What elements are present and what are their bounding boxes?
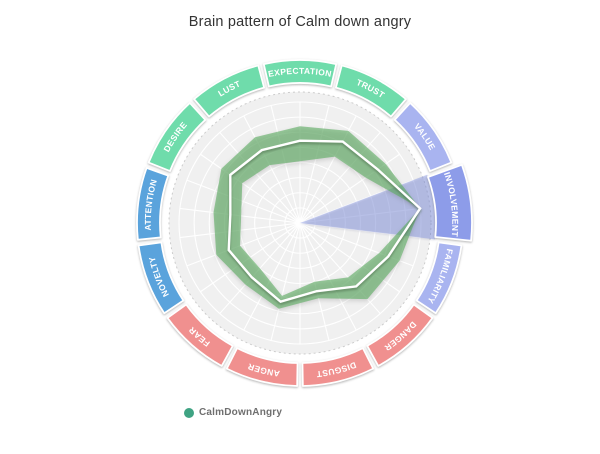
- legend-series-dot-icon: [184, 407, 194, 418]
- segment-expectation[interactable]: [262, 59, 338, 88]
- legend-item[interactable]: CalmDownAngry: [184, 407, 282, 418]
- segment-danger[interactable]: [366, 303, 434, 367]
- grid-spoke: [299, 207, 421, 224]
- grid-spoke: [200, 153, 301, 224]
- segment-anger[interactable]: [225, 347, 299, 387]
- grid-spoke: [243, 222, 301, 331]
- segment-fear[interactable]: [166, 303, 234, 367]
- grid-spoke: [299, 105, 330, 224]
- grid-spoke: [219, 132, 301, 224]
- series-range-band[interactable]: [213, 126, 421, 309]
- grid-spoke: [270, 105, 301, 224]
- series-mid-line[interactable]: [227, 139, 422, 304]
- chart-title: Brain pattern of Calm down angry: [188, 14, 412, 30]
- segment-value[interactable]: [393, 102, 453, 172]
- grid-spoke: [270, 222, 301, 341]
- segment-disgust[interactable]: [301, 347, 375, 387]
- grid-spoke: [186, 179, 301, 224]
- legend-series-label: CalmDownAngry: [199, 407, 283, 418]
- grid-spoke: [186, 222, 301, 267]
- grid-spoke: [299, 222, 357, 331]
- grid-spoke: [299, 222, 330, 341]
- segment-desire[interactable]: [147, 102, 207, 172]
- segment-label-expectation: EXPECTATION: [267, 66, 332, 79]
- segment-familiarity[interactable]: [415, 241, 463, 315]
- segment-attention[interactable]: [136, 166, 170, 241]
- segment-involvement[interactable]: [427, 163, 473, 242]
- grid-spoke: [243, 115, 301, 224]
- segment-novelty[interactable]: [137, 241, 185, 315]
- segment-trust[interactable]: [334, 64, 407, 118]
- segment-lust[interactable]: [193, 64, 266, 118]
